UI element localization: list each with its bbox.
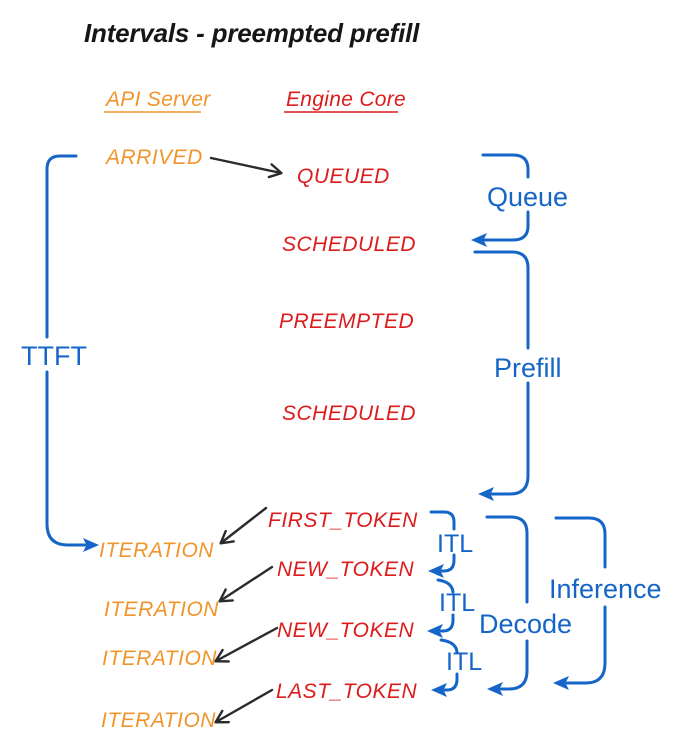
arrived-to-queued-arrow: [209, 156, 283, 179]
event-iteration-1: ITERATION: [99, 539, 214, 562]
last-token-to-iteration-arrow: [214, 688, 274, 724]
engine-core-header: Engine Core: [286, 88, 406, 111]
event-scheduled-2: SCHEDULED: [282, 402, 416, 425]
itl-label-1: ITL: [437, 530, 473, 558]
decode-label: Decode: [479, 609, 572, 639]
itl-bracket-3: [439, 638, 459, 654]
event-new-token-1: NEW_TOKEN: [277, 558, 414, 581]
new-token2-to-iteration-arrow: [214, 626, 279, 663]
new-token1-to-iteration-arrow: [218, 565, 274, 603]
event-scheduled-1: SCHEDULED: [282, 233, 416, 256]
diagram-title: Intervals - preempted prefill: [84, 18, 420, 48]
queue-bracket: [483, 153, 530, 240]
event-queued: QUEUED: [297, 165, 390, 188]
event-iteration-3: ITERATION: [102, 647, 217, 670]
event-first-token: FIRST_TOKEN: [268, 509, 418, 532]
itl-bracket-1: [429, 510, 456, 531]
event-new-token-2: NEW_TOKEN: [277, 619, 414, 642]
event-arrived: ARRIVED: [104, 146, 203, 169]
itl-label-2: ITL: [439, 589, 475, 617]
ttft-label: TTFT: [21, 341, 87, 371]
event-iteration-4: ITERATION: [101, 709, 216, 732]
inference-bracket: [556, 516, 607, 683]
decode-bracket: [487, 515, 529, 689]
event-preempted: PREEMPTED: [279, 310, 414, 333]
event-last-token: LAST_TOKEN: [276, 680, 417, 703]
prefill-bracket: [475, 250, 530, 494]
inference-label: Inference: [549, 574, 662, 604]
api-server-header: API Server: [104, 88, 211, 111]
first-token-to-iteration-arrow: [219, 506, 268, 545]
itl-arrow-1: [428, 553, 456, 578]
itl-arrow-3: [431, 672, 459, 697]
ttft-bracket: [45, 154, 85, 545]
prefill-label: Prefill: [494, 353, 562, 383]
queue-label: Queue: [487, 182, 568, 212]
event-iteration-2: ITERATION: [104, 598, 219, 621]
itl-label-3: ITL: [446, 648, 482, 676]
itl-bracket-2: [436, 578, 455, 594]
itl-arrow-2: [427, 613, 455, 638]
